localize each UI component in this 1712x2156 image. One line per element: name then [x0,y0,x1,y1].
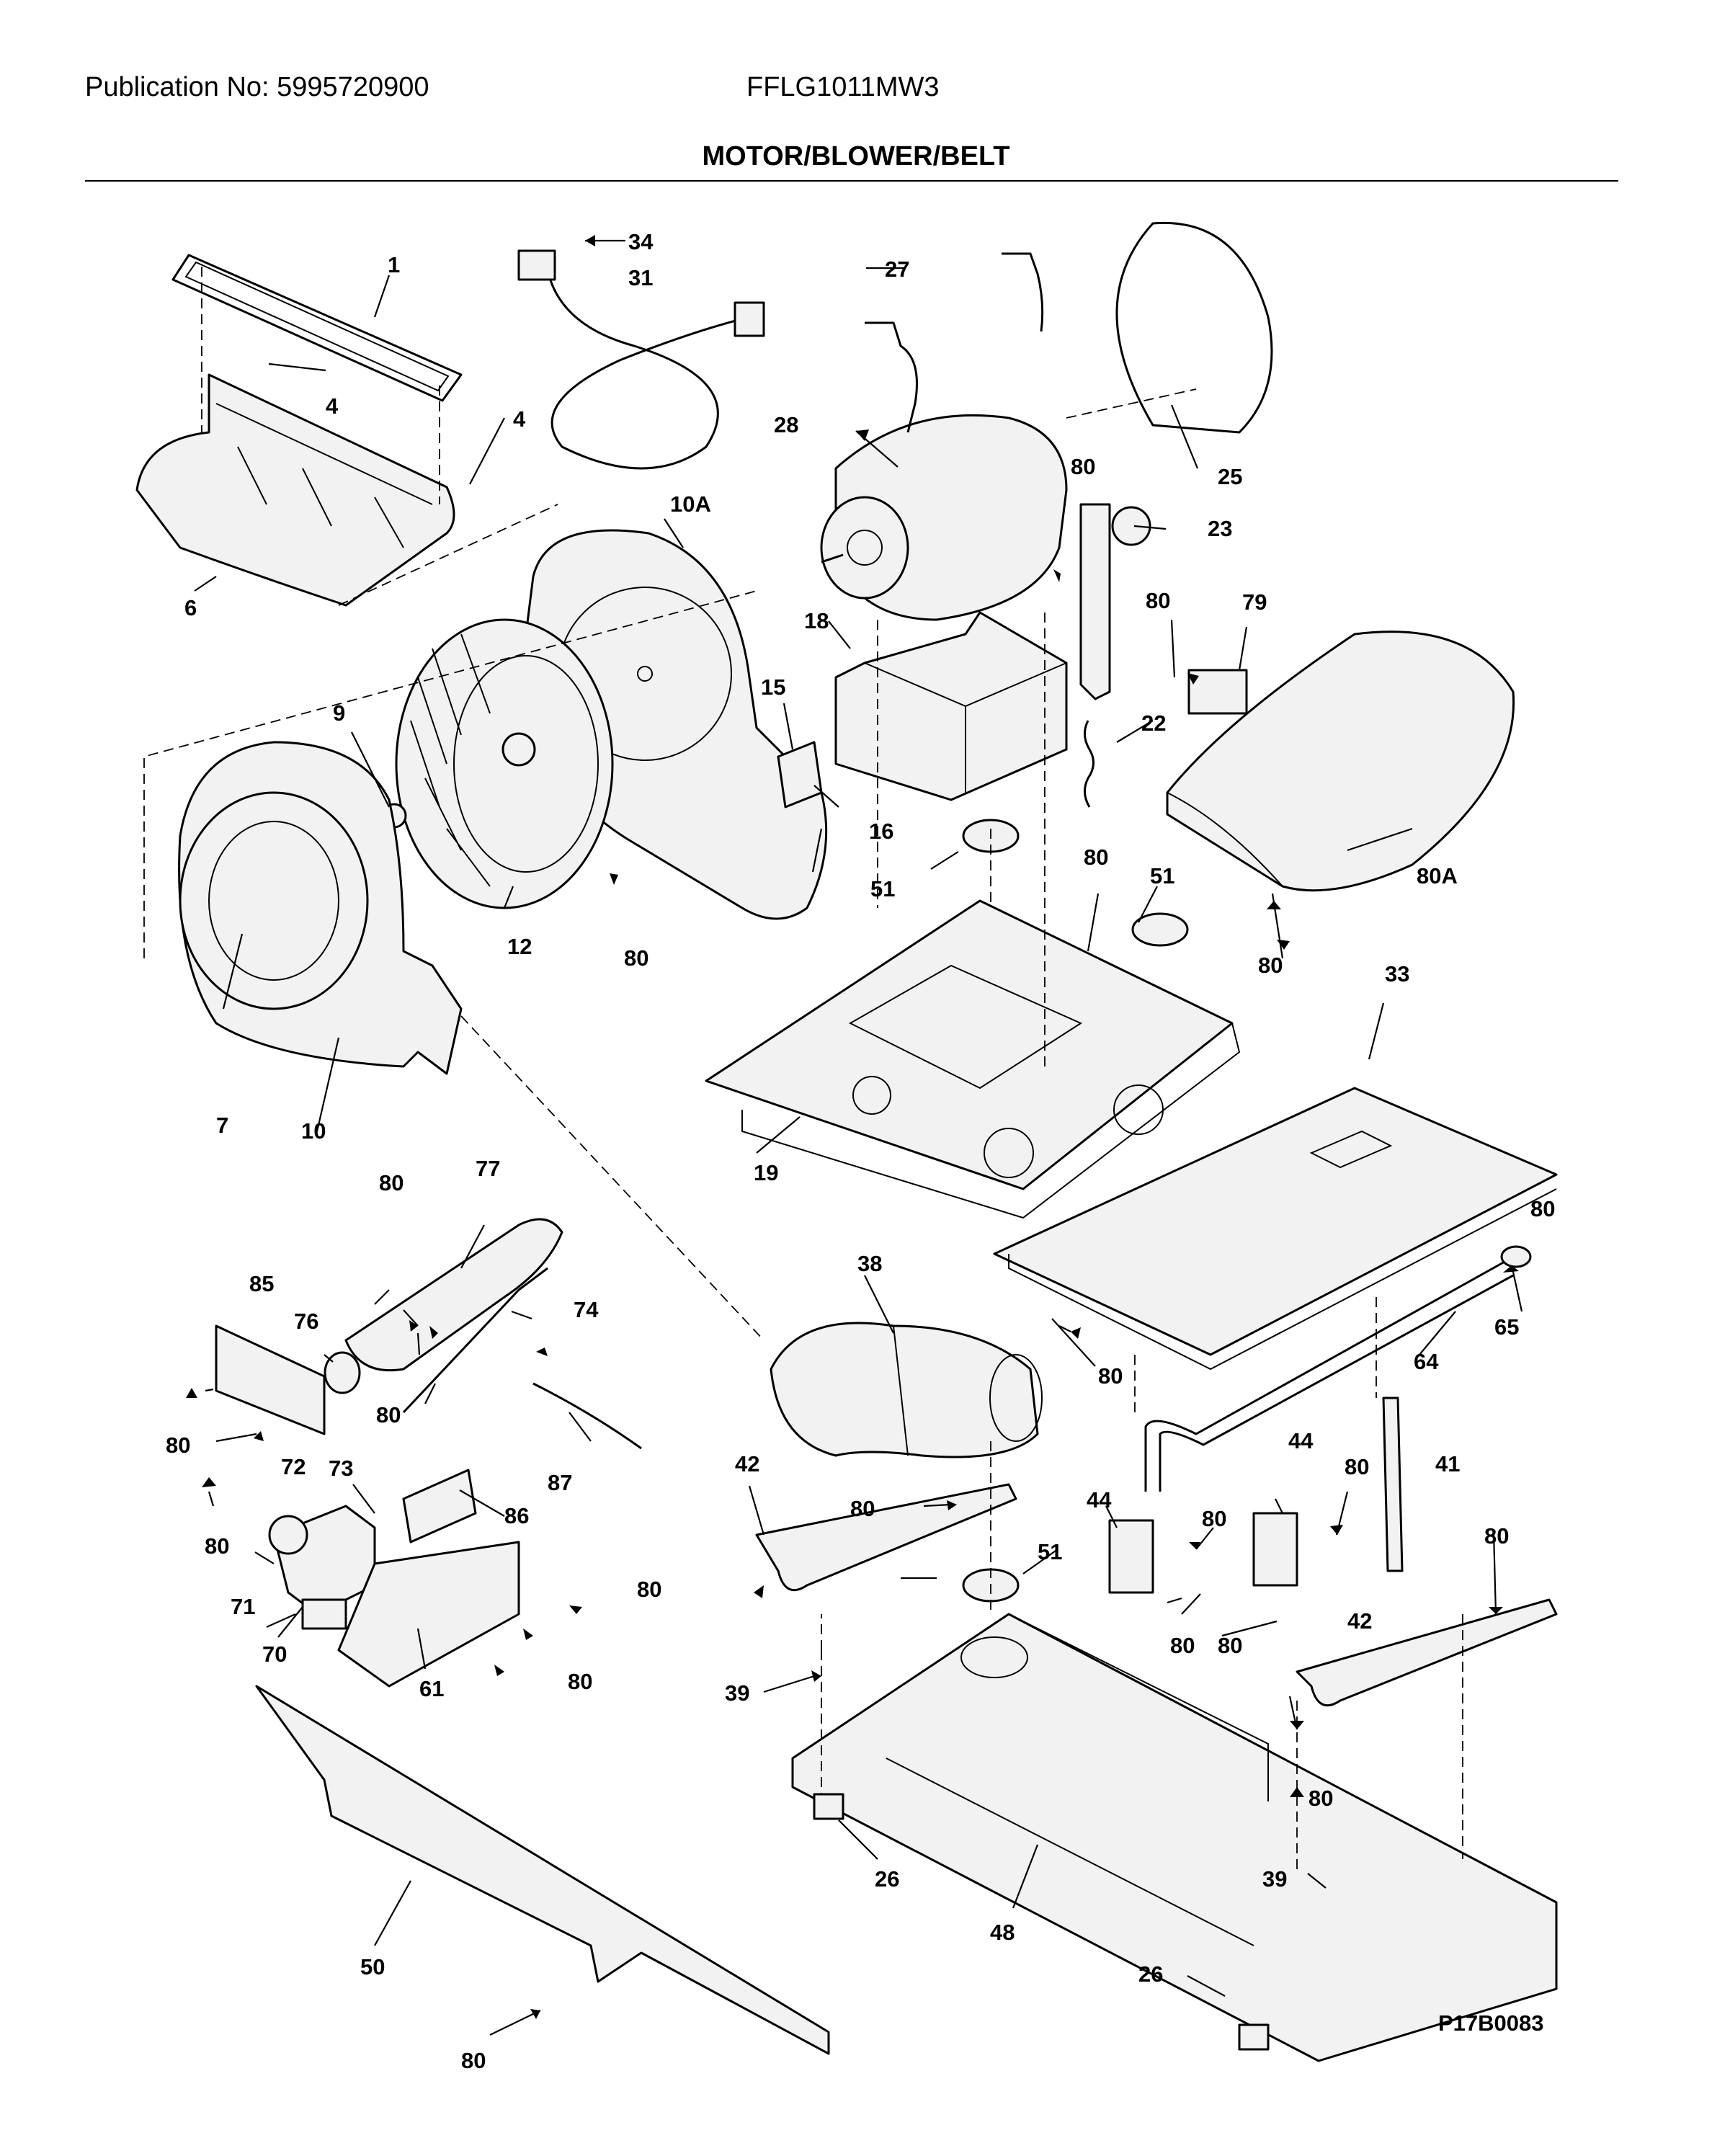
callout-80: 80 [376,1402,401,1427]
callout-80: 80 [461,2048,486,2073]
callout-80: 80 [1098,1363,1123,1389]
callout-51: 51 [1150,863,1174,888]
callout-50: 50 [360,1954,385,1979]
callout-64: 64 [1414,1349,1439,1374]
callout-80: 80 [624,945,648,971]
callout-4: 4 [513,406,526,432]
callout-22: 22 [1141,710,1166,736]
callout-1: 1 [388,252,400,277]
callout-12: 12 [507,934,532,959]
callout-80: 80 [1071,454,1095,479]
callout-labels: 1 4 4 6 7 9 10 10A 12 15 16 18 19 22 23 … [166,229,1555,2073]
callout-85: 85 [249,1271,274,1296]
callout-9: 9 [333,700,345,726]
callout-10A: 10A [670,491,711,517]
callout-80: 80 [1218,1633,1242,1658]
callout-80: 80 [1308,1786,1333,1811]
callout-73: 73 [329,1456,353,1481]
callout-41: 41 [1435,1451,1460,1476]
callout-80: 80 [1084,845,1108,870]
callout-39: 39 [1262,1866,1287,1892]
callout-80: 80 [1146,588,1170,613]
callout-65: 65 [1494,1314,1519,1340]
callout-80: 80 [1258,953,1283,978]
callout-79: 79 [1242,589,1267,615]
callout-26: 26 [875,1866,899,1892]
callout-80: 80 [1202,1506,1226,1531]
callout-23: 23 [1208,516,1232,541]
callout-10: 10 [301,1118,326,1144]
callout-42: 42 [735,1451,759,1476]
callout-77: 77 [476,1156,500,1181]
callout-80: 80 [1484,1523,1509,1549]
callout-71: 71 [231,1594,255,1619]
callout-25: 25 [1218,464,1242,489]
callout-28: 28 [774,412,798,437]
callout-86: 86 [504,1503,529,1528]
diagram-title: MOTOR/BLOWER/BELT [702,141,1010,172]
callout-15: 15 [761,674,785,700]
callout-31: 31 [628,265,653,290]
callout-19: 19 [754,1160,778,1185]
callout-51: 51 [870,876,895,901]
callout-42: 42 [1347,1608,1372,1634]
fastener-arrowheads [186,235,1519,2019]
callout-80: 80 [379,1170,404,1195]
callout-34: 34 [628,229,654,254]
alignment-lines [143,267,1463,1874]
callout-4: 4 [326,393,339,419]
leader-lines [194,239,1523,2036]
callout-27: 27 [885,257,909,282]
part-illustrations [135,221,1558,2062]
callout-61: 61 [419,1676,444,1701]
callout-33: 33 [1385,961,1409,986]
callout-44: 44 [1087,1487,1112,1513]
callout-51: 51 [1038,1539,1062,1564]
callout-72: 72 [281,1454,306,1479]
callout-76: 76 [294,1309,318,1334]
callout-70: 70 [262,1642,287,1667]
callout-48: 48 [990,1920,1015,1945]
callout-80: 80 [1170,1633,1195,1658]
callout-16: 16 [869,819,893,844]
publication-number: Publication No: 5995720900 [85,72,429,102]
callout-39: 39 [725,1680,749,1706]
model-number: FFLG1011MW3 [746,72,940,102]
callout-80: 80 [850,1496,875,1521]
callout-80: 80 [568,1669,592,1694]
callout-87: 87 [548,1470,572,1495]
callout-44: 44 [1288,1428,1314,1453]
callout-6: 6 [184,595,197,620]
callout-7: 7 [216,1113,228,1138]
callout-74: 74 [574,1297,599,1322]
callout-80: 80 [1530,1196,1555,1221]
callout-80: 80 [205,1533,229,1559]
callout-26: 26 [1138,1961,1163,1987]
callout-80: 80 [1345,1454,1369,1479]
callout-80: 80 [166,1433,190,1458]
callout-80: 80 [637,1577,661,1602]
diagram-number: P17B0083 [1438,2010,1544,2036]
callout-80A: 80A [1417,863,1458,888]
callout-38: 38 [857,1251,882,1276]
header-rule [85,180,1618,182]
callout-18: 18 [804,608,829,633]
